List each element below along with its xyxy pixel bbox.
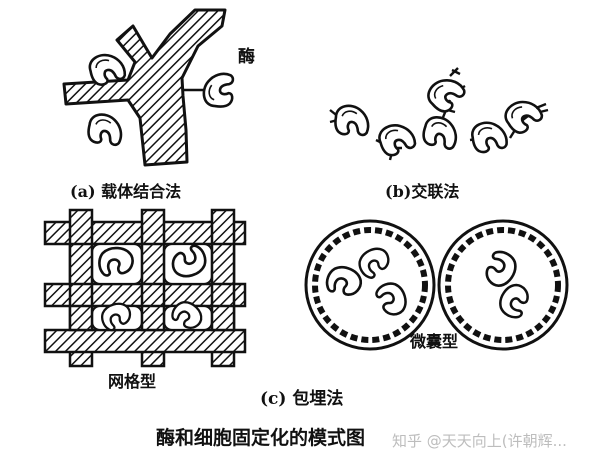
enzyme-icon xyxy=(200,69,238,111)
enzyme-icon xyxy=(84,110,127,150)
microcapsule-diagram xyxy=(304,219,569,351)
grid-type-diagram xyxy=(43,208,247,368)
enzyme-icon xyxy=(422,70,470,118)
carrier-trunk xyxy=(62,8,227,167)
enzyme-label: 酶 xyxy=(238,47,255,67)
watermark: 知乎 @天天向上(许朝辉... xyxy=(392,432,567,450)
grid-type-label: 网格型 xyxy=(108,372,157,391)
crosslinking-diagram xyxy=(329,67,549,161)
enzyme-icon xyxy=(500,93,547,138)
embedding-label: (c) 包埋法 xyxy=(260,389,344,409)
enzyme-icon xyxy=(418,112,463,154)
crosslinking-label: (b)交联法 xyxy=(385,182,460,201)
enzyme-icon xyxy=(470,119,509,155)
enzyme-icon xyxy=(375,119,419,159)
carrier-binding-label: (a) 载体结合法 xyxy=(70,182,182,201)
microcapsule-label: 微囊型 xyxy=(410,332,459,351)
enzyme-icon xyxy=(331,102,373,140)
diagram-caption: 酶和细胞固定化的模式图 xyxy=(156,427,366,449)
carrier-binding-diagram xyxy=(62,8,238,167)
